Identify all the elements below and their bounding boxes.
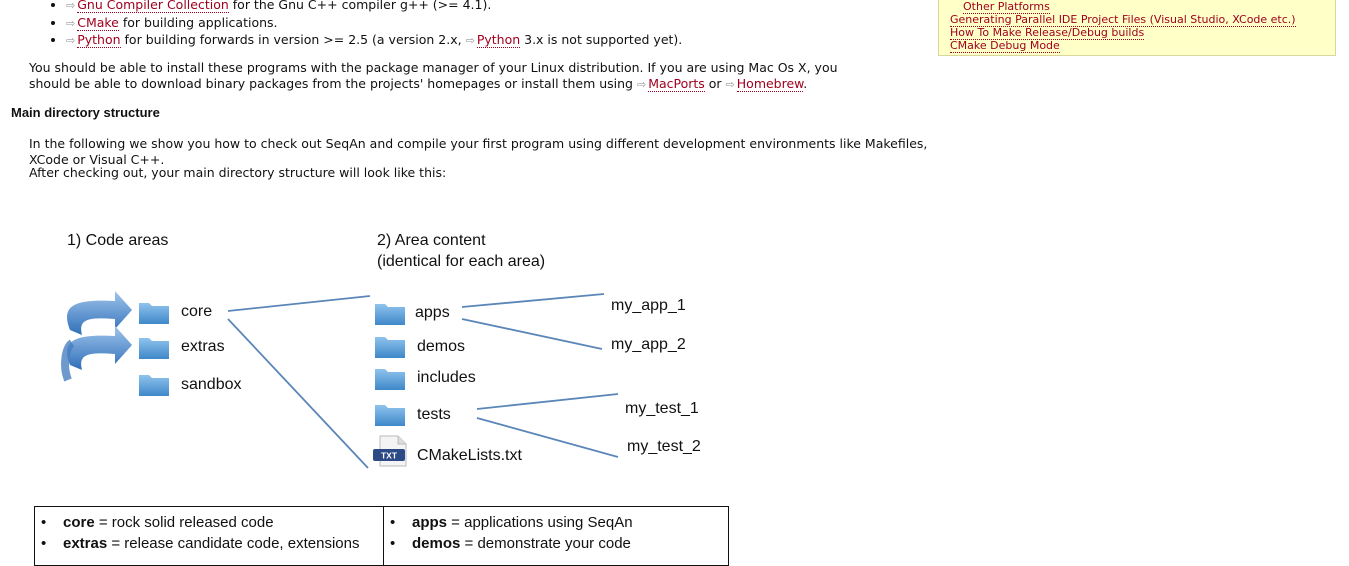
toc-item: How To Make Release/Debug builds (950, 26, 1335, 40)
toc-item: Other Platforms (950, 0, 1335, 14)
after-checkout-paragraph: After checking out, your main directory … (29, 165, 447, 180)
content-label-apps: apps (415, 304, 450, 321)
toc-link-ide-projects[interactable]: Generating Parallel IDE Project Files (V… (950, 13, 1296, 27)
checkout-paragraph: In the following we show you how to chec… (29, 136, 928, 167)
external-link-icon: ⇨ (465, 34, 475, 47)
install-text-end: . (803, 76, 808, 91)
external-link-icon: ⇨ (636, 78, 647, 91)
legend-areas: • core = rock solid released code • extras… (34, 506, 384, 566)
external-link-icon: ⇨ (66, 16, 76, 30)
external-link-icon: ⇨ (66, 0, 76, 12)
folder-icon (139, 338, 169, 359)
connector-apps-myapp2 (461, 318, 603, 350)
legend-item: • core = rock solid released code (41, 512, 383, 533)
legend-term: core (63, 514, 95, 531)
diagram-connectors (61, 291, 619, 469)
legend-term: apps (412, 514, 448, 531)
legend-term: extras (63, 535, 108, 552)
list-item-text: 3.x is not supported yet). (520, 32, 683, 47)
python3-link[interactable]: Python (476, 32, 521, 48)
folder-icon (375, 337, 405, 358)
legend-item: • demos = demonstrate your code (390, 533, 728, 554)
connector-tests-mytest2 (476, 417, 619, 458)
dependency-list: ⇨Gnu Compiler Collection for the Gnu C++… (48, 0, 826, 50)
external-link-icon: ⇨ (725, 78, 735, 91)
install-line-2: should be able to download binary packag… (29, 76, 637, 91)
list-item: ⇨CMake for building applications. (66, 14, 826, 33)
list-item-text: for building applications. (118, 14, 278, 30)
child-label-my-test-2: my_test_2 (627, 438, 701, 455)
list-item: ⇨Python for building forwards in version… (66, 32, 826, 50)
folder-icon (139, 303, 169, 324)
legend-desc: = demonstrate your code (460, 535, 631, 552)
content-label-demos: demos (417, 338, 466, 355)
python-link[interactable]: Python (77, 32, 121, 48)
section-heading: Main directory structure (11, 105, 160, 120)
toc-item: CMake Debug Mode (950, 39, 1335, 53)
content-label-tests: tests (417, 406, 451, 423)
toc-link-release-debug[interactable]: How To Make Release/Debug builds (950, 26, 1145, 40)
bullet-icon: • (41, 514, 47, 531)
diagram-heading-right: 2) Area content (377, 232, 486, 249)
gcc-link[interactable]: Gnu Compiler Collection (77, 0, 229, 13)
list-item-text: for building forwards in version >= 2.5 … (120, 32, 466, 47)
legend-item: • apps = applications using SeqAn (390, 512, 728, 533)
toc-item: Generating Parallel IDE Project Files (V… (950, 13, 1335, 27)
area-label-sandbox: sandbox (181, 376, 242, 393)
bullet-icon: • (390, 514, 396, 531)
connector-core-apps (227, 295, 371, 312)
child-label-my-test-1: my_test_1 (625, 400, 699, 417)
legend-item: • extras = release candidate code, extens… (41, 533, 383, 554)
macports-link[interactable]: MacPorts (648, 76, 705, 92)
content-label-cmakelists: CMakeLists.txt (417, 447, 522, 464)
external-link-icon: ⇨ (66, 34, 76, 47)
cmake-link[interactable]: CMake (77, 14, 119, 31)
toc-box: Other Platforms Generating Parallel IDE … (938, 0, 1336, 56)
legend-content: • apps = applications using SeqAn • demos … (383, 506, 729, 566)
toc-link-cmake-debug[interactable]: CMake Debug Mode (950, 39, 1060, 53)
connector-tests-mytest1 (476, 393, 619, 410)
folder-icon (375, 405, 405, 426)
legend-desc: = rock solid released code (94, 514, 274, 531)
child-label-my-app-2: my_app_2 (611, 336, 686, 353)
install-text-or: or (704, 76, 726, 91)
list-item-text: for the Gnu C++ compiler g++ (>= 4.1). (228, 0, 492, 12)
area-label-extras: extras (181, 338, 225, 355)
homebrew-link[interactable]: Homebrew (736, 76, 804, 92)
connector-apps-myapp1 (461, 293, 605, 308)
cycle-arrow-icon (61, 291, 132, 382)
list-item: ⇨Gnu Compiler Collection for the Gnu C++… (66, 0, 826, 15)
child-label-my-app-1: my_app_1 (611, 297, 686, 314)
area-label-core: core (181, 303, 213, 320)
legend-desc: = release candidate code, extensions (107, 535, 360, 552)
text-file-icon: TXT (373, 435, 407, 467)
legend-desc: = applications using SeqAn (447, 514, 633, 531)
folder-icon (375, 304, 405, 325)
bullet-icon: • (390, 535, 396, 552)
folder-icon (375, 369, 405, 390)
install-line-1: You should be able to install these prog… (29, 60, 838, 75)
content-label-includes: includes (417, 369, 476, 386)
bullet-icon: • (41, 535, 47, 552)
install-paragraph: You should be able to install these prog… (29, 60, 929, 93)
connector-core-cmakelists (227, 318, 369, 469)
directory-diagram: 1) Code areas 2) Area content (identical… (0, 195, 760, 551)
toc-link-other-platforms[interactable]: Other Platforms (963, 0, 1050, 14)
legend-term: demos (412, 535, 461, 552)
folder-icon (139, 375, 169, 396)
diagram-heading-left: 1) Code areas (67, 232, 169, 249)
txt-badge: TXT (381, 451, 398, 461)
diagram-heading-right-sub: (identical for each area) (377, 253, 546, 270)
